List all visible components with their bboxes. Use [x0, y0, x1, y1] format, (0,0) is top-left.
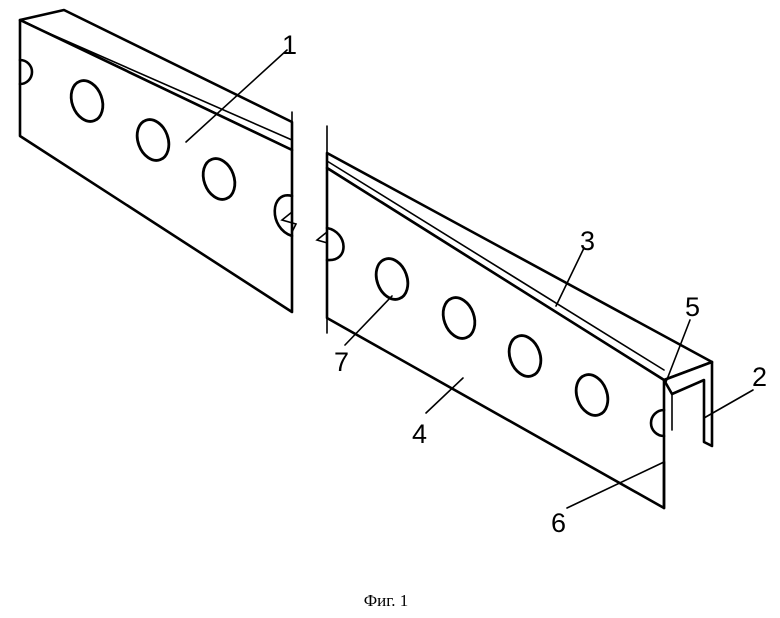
label-3: 3	[580, 226, 595, 256]
label-6: 6	[551, 508, 566, 538]
label-1: 1	[282, 30, 297, 60]
label-4: 4	[412, 419, 427, 449]
label-2: 2	[752, 362, 767, 392]
label-7: 7	[334, 347, 349, 377]
right-segment	[327, 153, 712, 508]
label-5: 5	[685, 292, 700, 322]
figure-caption: Фиг. 1	[364, 591, 409, 610]
left-segment	[20, 10, 292, 312]
